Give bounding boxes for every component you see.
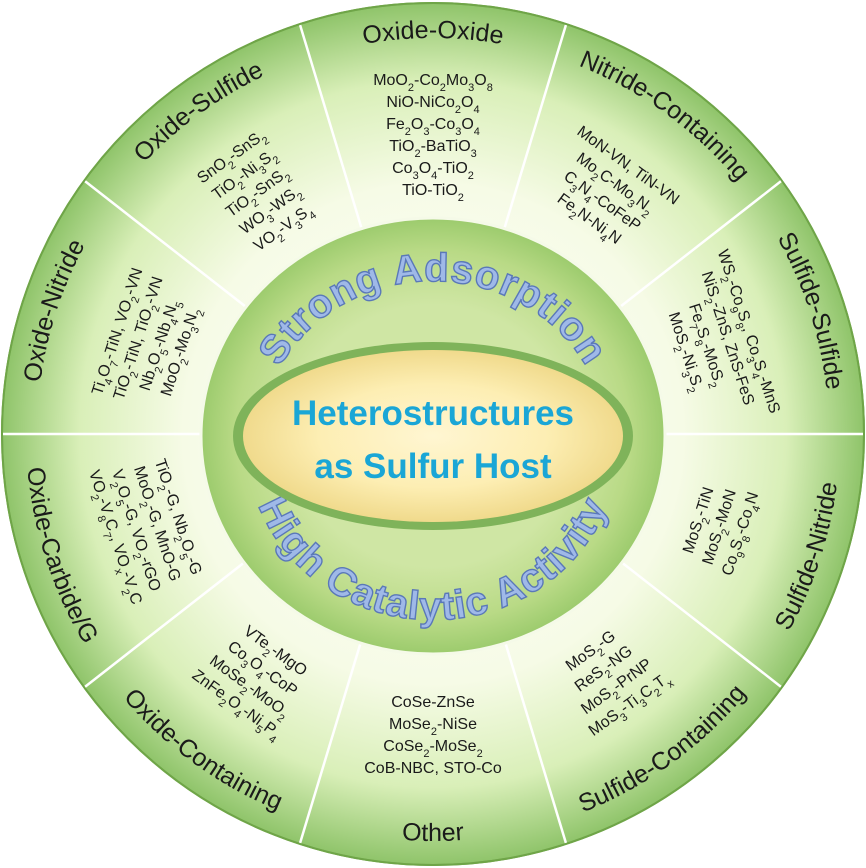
material-item: Nb2O5-Nb4N5 bbox=[137, 297, 187, 394]
segment-divider bbox=[618, 559, 783, 689]
segment-divider bbox=[83, 559, 248, 689]
material-item: MoO2-Co2Mo3O8 bbox=[373, 72, 493, 94]
segment-items: MoO2-Co2Mo3O8NiO-NiCo2O4Fe2O3-Co3O4TiO2-… bbox=[373, 72, 493, 204]
material-item: Fe2O3-Co3O4 bbox=[386, 116, 480, 138]
material-item: TiO2-BaTiO3 bbox=[389, 138, 477, 160]
segment-other: Other CoSe-ZnSeMoSe2-NiSeCoSe2-MoSe2CoB-N… bbox=[364, 694, 502, 847]
segment-divider bbox=[298, 638, 364, 845]
material-item: MoO2-Mo3N2 bbox=[158, 305, 207, 399]
segment-divider bbox=[502, 23, 568, 230]
material-item: CoSe2-MoSe2 bbox=[383, 738, 482, 760]
material-item: NiO-NiCo2O4 bbox=[386, 94, 479, 116]
segment-divider bbox=[83, 179, 248, 309]
material-item: TiO2-G, Nb2O5-G bbox=[146, 457, 204, 579]
material-item: CoSe-ZnSe bbox=[391, 694, 475, 711]
segment-divider bbox=[618, 179, 783, 309]
material-item: Co3O4-TiO2 bbox=[392, 160, 474, 182]
segment-dividers bbox=[2, 23, 864, 845]
material-item: WS2-Co9S8, Co3S4-MnS bbox=[709, 248, 783, 418]
segment-oxide-oxide: Oxide-OxideMoO2-Co2Mo3O8NiO-NiCo2O4Fe2O3… bbox=[360, 16, 505, 204]
segment-divider bbox=[298, 23, 364, 230]
material-item: TiO-TiO2 bbox=[402, 182, 464, 204]
material-item: MoSe2-NiSe bbox=[389, 716, 477, 738]
material-item: VO2-V8C7, VOx-V2C bbox=[80, 468, 144, 608]
segment-divider bbox=[502, 638, 568, 845]
center-title-line2: as Sulfur Host bbox=[314, 447, 552, 486]
segment-label: Other bbox=[401, 818, 464, 847]
center-ellipse bbox=[243, 350, 623, 522]
center-title-line1: Heterostructures bbox=[292, 394, 574, 433]
material-item: CoB-NBC, STO-Co bbox=[364, 760, 502, 777]
